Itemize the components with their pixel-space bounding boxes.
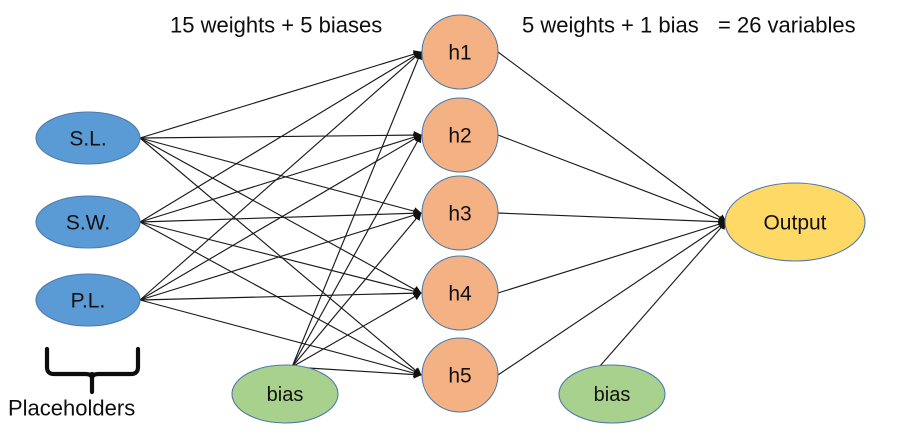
node-in-sl[interactable]: S.L.	[35, 111, 141, 165]
edge-in-sw-to-h5	[139, 221, 422, 376]
node-shape-h4	[421, 255, 499, 331]
node-h4[interactable]: h4	[421, 255, 499, 331]
node-label-in-sl: S.L.	[69, 128, 106, 151]
node-label-h1: h1	[448, 42, 471, 65]
annotation-hidden-weights: 15 weights + 5 biases	[170, 13, 382, 38]
edge-bias-hidden-to-h5	[291, 366, 422, 379]
node-label-h3: h3	[448, 203, 471, 226]
edge-in-sl-to-h4	[139, 137, 422, 294]
node-shape-h2	[421, 97, 499, 173]
edge-in-sw-to-h4	[139, 221, 422, 296]
node-bias-output[interactable]: bias	[558, 364, 666, 424]
edge-bias-hidden-to-h1	[291, 51, 422, 368]
annotation-layer: 15 weights + 5 biases 5 weights + 1 bias =…	[8, 13, 856, 421]
node-shape-in-sw	[35, 195, 141, 249]
edge-in-sl-to-h1	[139, 50, 422, 139]
edge-h4-to-out	[497, 220, 727, 294]
edge-in-pl-to-h3	[139, 211, 422, 301]
node-shape-in-pl	[35, 273, 141, 327]
node-label-h2: h2	[448, 125, 471, 148]
placeholders-brace-group	[44, 346, 141, 395]
annotation-output-weights: 5 weights + 1 bias	[522, 13, 699, 38]
node-bias-hidden[interactable]: bias	[231, 364, 339, 424]
edge-bias-output-to-out	[599, 221, 727, 367]
node-shape-h3	[421, 175, 499, 251]
edge-in-sw-to-h1	[139, 51, 422, 223]
node-shape-bias-hidden	[231, 364, 339, 424]
edge-h3-to-out	[497, 212, 727, 226]
node-h1[interactable]: h1	[421, 14, 499, 90]
node-label-out: Output	[763, 212, 826, 235]
node-h2[interactable]: h2	[421, 97, 499, 173]
annotation-placeholders: Placeholders	[8, 396, 135, 421]
edge-bias-hidden-to-h2	[291, 134, 422, 368]
node-h5[interactable]: h5	[421, 337, 499, 413]
node-in-pl[interactable]: P.L.	[35, 273, 141, 327]
node-label-h4: h4	[448, 283, 472, 306]
edge-h5-to-out	[497, 221, 727, 376]
edge-h1-to-out	[497, 51, 727, 223]
edge-in-pl-to-h2	[139, 134, 422, 301]
node-label-bias-hidden: bias	[267, 384, 304, 406]
edge-h2-to-out	[497, 134, 727, 224]
edge-bias-hidden-to-h4	[291, 292, 422, 368]
edge-bias-hidden-to-h3	[291, 212, 422, 368]
node-label-h5: h5	[448, 365, 471, 388]
node-shape-h1	[421, 14, 499, 90]
node-shape-h5	[421, 337, 499, 413]
edge-in-pl-to-h1	[139, 51, 422, 301]
node-shape-in-sl	[35, 111, 141, 165]
edge-in-pl-to-h4	[139, 289, 422, 301]
node-h3[interactable]: h3	[421, 175, 499, 251]
edge-in-sw-to-h2	[139, 133, 422, 223]
node-label-bias-output: bias	[594, 384, 631, 406]
node-out[interactable]: Output	[724, 182, 866, 262]
node-layer: S.L. S.W. P.L. bias h1 h2 h3 h4 h5 bias Output	[35, 14, 866, 424]
annotation-total-variables: = 26 variables	[718, 13, 856, 38]
node-shape-out	[724, 182, 866, 262]
node-label-in-sw: S.W.	[66, 212, 110, 235]
node-shape-bias-output	[558, 364, 666, 424]
edge-layer	[139, 50, 727, 379]
edge-in-pl-to-h5	[139, 299, 422, 378]
node-in-sw[interactable]: S.W.	[35, 195, 141, 249]
node-label-in-pl: P.L.	[71, 290, 106, 313]
